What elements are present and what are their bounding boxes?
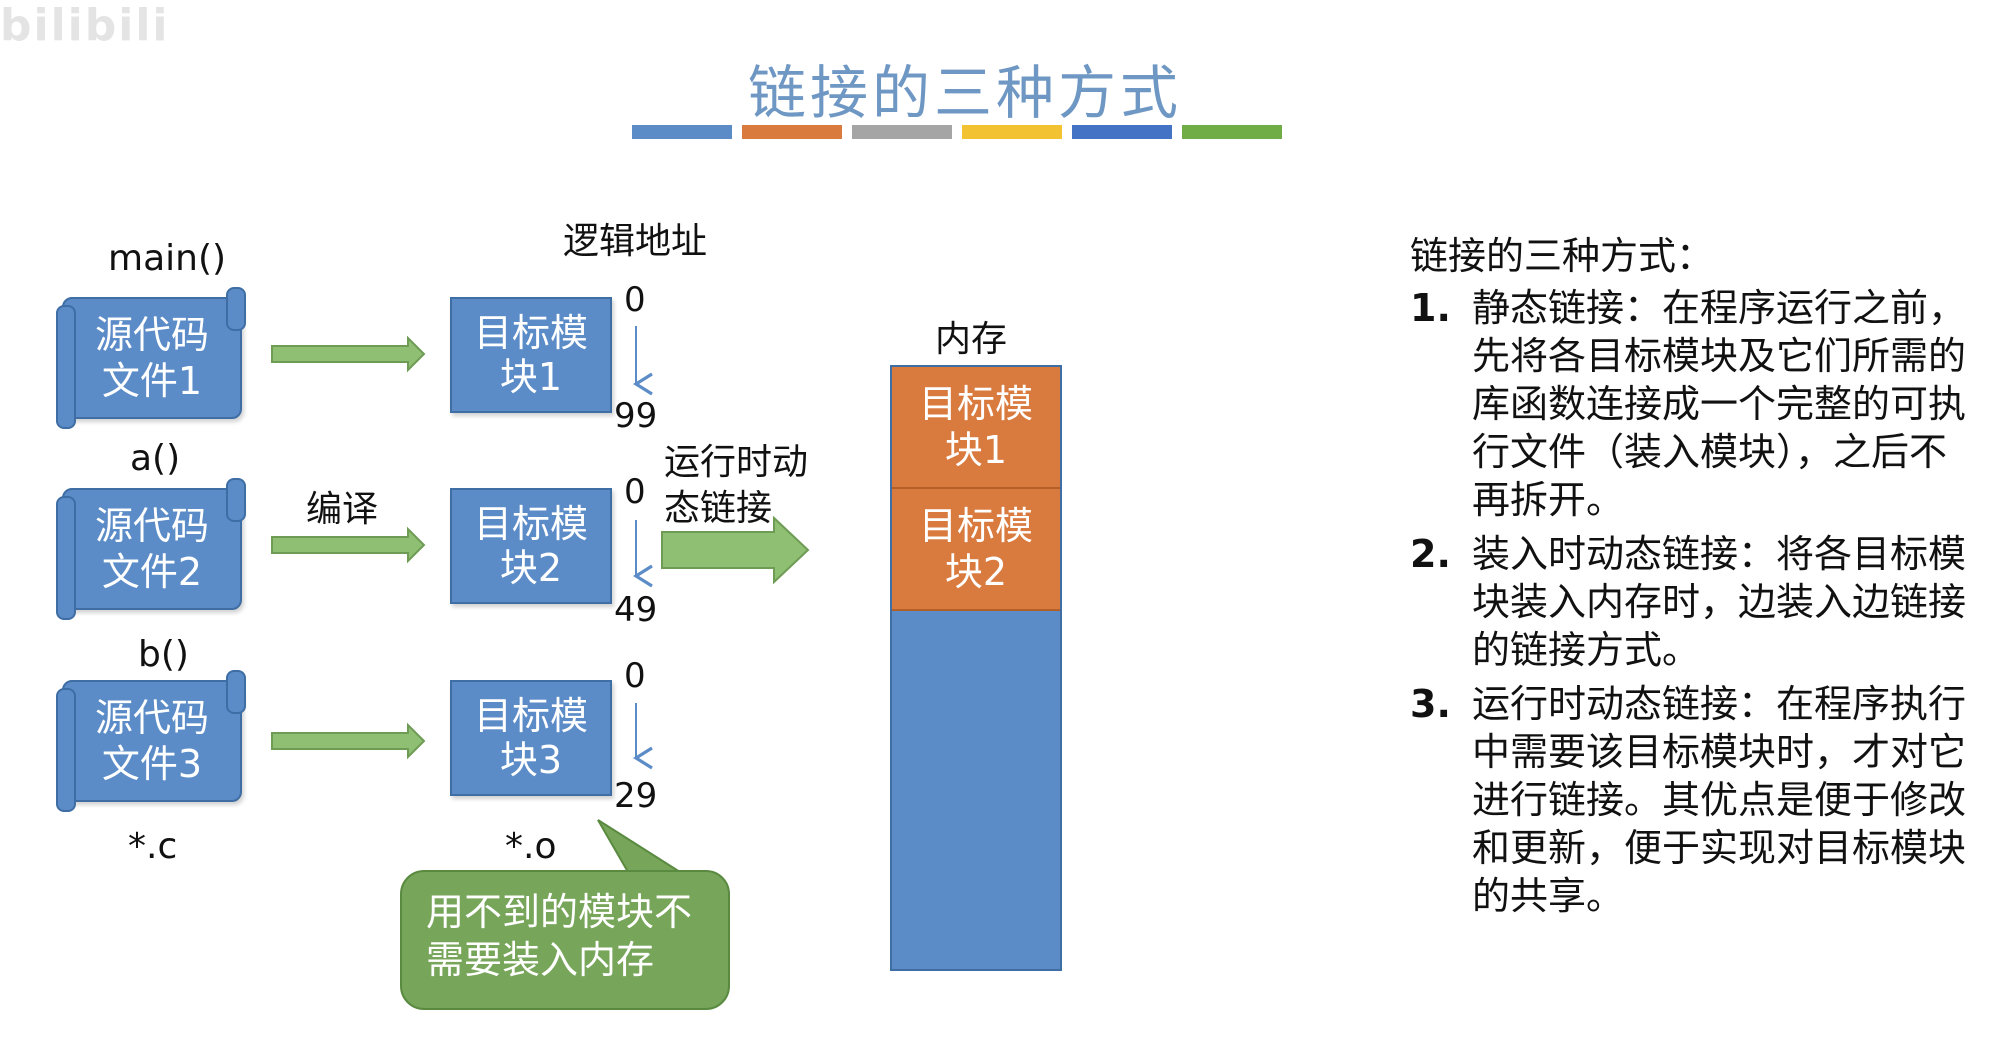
page-title: 链接的三种方式 xyxy=(747,59,1182,127)
compile-arrow xyxy=(271,335,426,373)
source-file-scroll: 源代码文件2 xyxy=(56,478,246,620)
title-bar xyxy=(1072,125,1172,139)
source-file-scroll: 源代码文件3 xyxy=(56,670,246,812)
object-module: 目标模块3 xyxy=(450,680,612,796)
runtime-link-arrow xyxy=(661,515,810,585)
source-ext-label: *.c xyxy=(128,826,178,867)
address-end: 29 xyxy=(614,776,658,816)
address-start: 0 xyxy=(624,280,646,320)
description-item: 1. 静态链接：在程序运行之前，先将各目标模块及它们所需的库函数连接成一个完整的… xyxy=(1410,286,1967,522)
memory-label: 内存 xyxy=(935,319,1008,360)
source-file-scroll: 源代码文件1 xyxy=(56,287,246,429)
address-start: 0 xyxy=(624,472,646,512)
description-panel: 链接的三种方式： 1. 静态链接：在程序运行之前，先将各目标模块及它们所需的库函… xyxy=(1410,232,1980,926)
callout-note: 用不到的模块不 需要装入内存 xyxy=(400,870,730,1010)
compile-arrow xyxy=(271,722,426,760)
memory-module: 目标模块2 xyxy=(892,489,1060,611)
description-item: 3. 运行时动态链接：在程序执行中需要该目标模块时，才对它进行链接。其优点是便于… xyxy=(1410,682,1967,918)
watermark-logo: bilibili xyxy=(0,0,170,51)
memory-module: 目标模块1 xyxy=(892,367,1060,489)
address-end: 49 xyxy=(614,590,658,630)
source-func-label: main() xyxy=(108,238,227,279)
memory-block: 目标模块1 目标模块2 xyxy=(890,365,1062,971)
object-module: 目标模块1 xyxy=(450,297,612,413)
callout-tail xyxy=(597,819,684,873)
title-underline-bars xyxy=(632,125,1282,139)
title-bar xyxy=(632,125,732,139)
title-bar xyxy=(1182,125,1282,139)
address-start: 0 xyxy=(624,656,646,696)
description-item: 2. 装入时动态链接：将各目标模块装入内存时，边装入边链接的链接方式。 xyxy=(1410,532,1967,672)
compile-arrow xyxy=(271,526,426,564)
description-heading: 链接的三种方式： xyxy=(1410,234,1715,278)
runtime-link-label: 运行时动 态链接 xyxy=(664,442,809,529)
logical-address-label: 逻辑地址 xyxy=(563,221,708,262)
source-func-label: a() xyxy=(130,438,181,479)
object-ext-label: *.o xyxy=(505,826,557,867)
title-bar xyxy=(742,125,842,139)
object-module: 目标模块2 xyxy=(450,488,612,604)
compile-label: 编译 xyxy=(306,489,379,530)
source-func-label: b() xyxy=(138,634,189,675)
description-list: 1. 静态链接：在程序运行之前，先将各目标模块及它们所需的库函数连接成一个完整的… xyxy=(1410,284,1980,920)
title-bar xyxy=(962,125,1062,139)
address-end: 99 xyxy=(614,396,658,436)
title-bar xyxy=(852,125,952,139)
